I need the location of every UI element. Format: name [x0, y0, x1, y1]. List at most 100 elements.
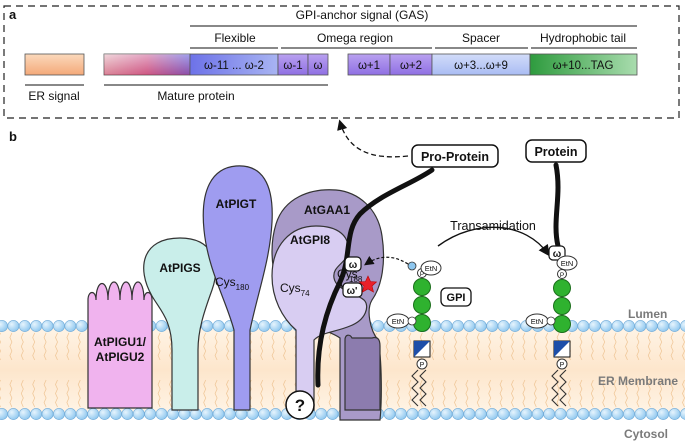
membrane-head	[543, 408, 556, 420]
segment-omega-plus-1-label: ω+1	[358, 60, 380, 72]
lipid-tail	[408, 379, 412, 408]
lipid-tail	[647, 332, 651, 361]
phosphate-label: P	[560, 362, 565, 369]
lipid-tail	[602, 332, 606, 361]
lipid-tail	[283, 379, 286, 408]
lipid-tail	[55, 332, 58, 361]
membrane-head	[657, 408, 670, 420]
membrane-head	[577, 320, 590, 332]
segment-omega-minus-1-label: ω-1	[283, 60, 302, 72]
membrane-head	[645, 408, 658, 420]
pro-protein-box	[411, 144, 499, 168]
lipid-tail	[636, 379, 640, 408]
segment-omega-label: ω	[314, 60, 323, 72]
lipid-tail	[613, 379, 617, 408]
phosphate-label: P	[420, 362, 425, 369]
lipid-tail	[283, 332, 286, 361]
membrane-head	[440, 320, 453, 332]
lipid-tail	[271, 379, 275, 408]
lipid-tail	[670, 332, 674, 361]
membrane-head	[132, 408, 145, 420]
etn-label: EtN	[531, 317, 544, 326]
lipid-tail	[43, 332, 47, 361]
lipid-tail	[659, 379, 663, 408]
region-flexible-label: Flexible	[214, 31, 256, 45]
lipid-tail	[647, 379, 651, 408]
lipid-tail	[625, 332, 628, 361]
membrane-head	[98, 408, 111, 420]
lipid-tail	[682, 379, 685, 408]
etn-label: EtN	[561, 259, 574, 268]
lipid-tail	[533, 379, 537, 408]
membrane-head	[383, 408, 396, 420]
omega-residue	[548, 245, 566, 261]
membrane-head	[486, 408, 499, 420]
membrane-head	[600, 408, 613, 420]
lipid-tail	[226, 332, 229, 361]
membrane-head	[680, 320, 685, 332]
lipid-tail	[271, 332, 275, 361]
membrane-head	[110, 408, 122, 420]
membrane-head	[212, 408, 225, 420]
lumen-label: Lumen	[628, 307, 667, 321]
pigu-protein	[87, 281, 153, 409]
lipid-tail	[408, 332, 412, 361]
membrane-head	[395, 408, 407, 420]
membrane-head	[258, 408, 271, 420]
membrane-head	[531, 408, 544, 420]
region-hydrophobic-label: Hydrophobic tail	[540, 31, 626, 45]
lipid-tail	[328, 379, 332, 408]
lipid-tail	[214, 332, 218, 361]
membrane-head	[429, 408, 442, 420]
lipid-tail	[522, 379, 526, 408]
lipid-tail	[454, 332, 457, 361]
lipid-tail	[260, 332, 264, 361]
lipid-tail	[431, 332, 435, 361]
membrane-head	[554, 408, 567, 420]
lipid-tail	[77, 379, 81, 408]
membrane-head	[30, 320, 43, 332]
lipid-tail	[66, 332, 70, 361]
etn-icon	[556, 255, 578, 271]
pigt-cys-label: Cys180	[215, 275, 250, 292]
mannose-icon	[413, 314, 431, 332]
er-membrane-label: ER Membrane	[598, 374, 678, 388]
mannose-icon	[553, 279, 571, 297]
membrane-head	[75, 408, 88, 420]
region-spacer-label: Spacer	[462, 31, 500, 45]
lipid-tail	[397, 332, 400, 361]
pigs-label: AtPIGS	[159, 261, 200, 275]
panel-b-label: b	[9, 129, 17, 144]
segment-hydrophobic-tail-label: ω+10...TAG	[553, 60, 614, 72]
etn-icon	[420, 260, 442, 276]
transamidation-arrow	[437, 226, 550, 257]
lipid-tail	[328, 332, 332, 361]
lipid-tail	[442, 332, 446, 361]
transamidation-label: Transamidation	[450, 219, 536, 233]
membrane-head	[474, 320, 487, 332]
cytosol-label: Cytosol	[624, 427, 668, 441]
lipid-tail	[9, 379, 13, 408]
lipid-tail	[488, 332, 492, 361]
pigs-protein	[143, 237, 217, 411]
membrane-head	[668, 408, 681, 420]
lipid-tail	[454, 379, 457, 408]
pigt-protein	[202, 165, 273, 411]
membrane-head	[53, 408, 65, 420]
lipid-tail	[590, 379, 594, 408]
segment-omega	[307, 53, 329, 76]
omega-residue-label: ω	[349, 260, 358, 271]
er-signal-label: ER signal	[28, 89, 79, 103]
gaa1-label: AtGAA1	[304, 203, 350, 217]
lipid-tail	[77, 332, 81, 361]
membrane-head	[18, 408, 31, 420]
gaa1-tm-domain	[344, 334, 381, 411]
lipid-tail	[476, 379, 480, 408]
phosphate-label: P	[420, 271, 424, 278]
membrane-head	[417, 408, 430, 420]
lipid-tail	[533, 332, 537, 361]
gpi8-cys74-label: Cys74	[280, 281, 310, 298]
lipid-tail	[226, 379, 229, 408]
protein-chain	[553, 162, 561, 249]
